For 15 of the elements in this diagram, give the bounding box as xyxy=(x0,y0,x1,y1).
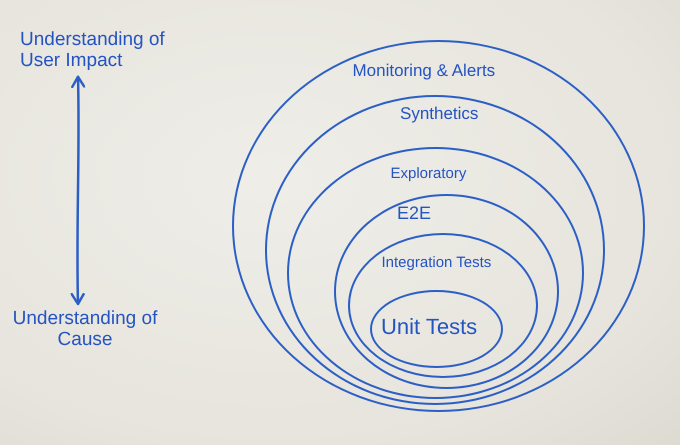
double-arrow xyxy=(70,76,86,306)
ellipse-outline xyxy=(348,233,538,378)
layer-label: Unit Tests xyxy=(381,315,478,340)
axis-label: Understanding of User Impact xyxy=(20,30,190,72)
ellipse-outline xyxy=(287,147,584,399)
layer-label: E2E xyxy=(397,204,432,224)
layer-label: Synthetics xyxy=(400,105,478,124)
ellipse-outline xyxy=(232,40,645,412)
ellipse-outline xyxy=(264,94,604,404)
ellipse-outline xyxy=(370,290,502,368)
axis-label: Understanding of Cause xyxy=(0,309,170,351)
layer-label: Exploratory xyxy=(390,166,466,182)
layer-label: Monitoring & Alerts xyxy=(352,62,496,80)
ellipse-outline xyxy=(334,194,558,388)
layer-label: Integration Tests xyxy=(382,254,492,271)
